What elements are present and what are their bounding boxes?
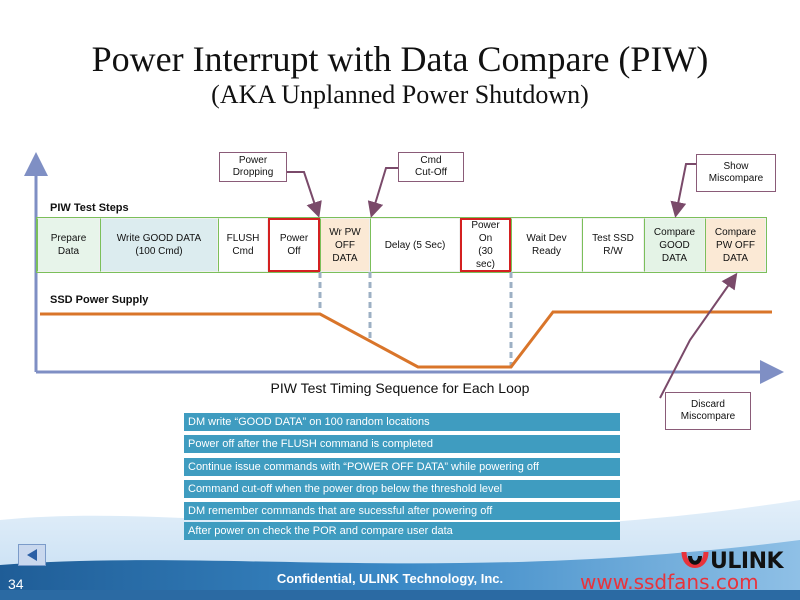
step-label: Prepare Data [50, 233, 87, 257]
step-cell: Delay (5 Sec) [370, 218, 460, 272]
callout-cmd-cutoff: Cmd Cut-Off [398, 152, 464, 182]
footer-binary-strip [0, 590, 800, 600]
callout-power-dropping: Power Dropping [219, 152, 287, 182]
step-cell: Prepare Data [37, 218, 100, 272]
callout-show-miscompare: Show Miscompare [696, 154, 776, 192]
step-cell: Wr PW OFF DATA [320, 218, 370, 272]
step-cell: Power Off [268, 218, 320, 272]
slide-title: Power Interrupt with Data Compare (PIW) [91, 39, 709, 79]
step-label: Power Off [279, 233, 309, 257]
ulink-logo-icon [681, 551, 709, 568]
step-label: Wait Dev Ready [526, 233, 567, 257]
step-label: Wr PW OFF DATA [329, 226, 361, 264]
callout-discard-miscompare: Discard Miscompare [665, 392, 751, 430]
step-label: FLUSH Cmd [226, 233, 260, 257]
power-supply-line [40, 310, 772, 369]
step-cell: Power On (30 sec) [460, 218, 511, 272]
footer-wave [0, 540, 800, 600]
logo-text: ULINK [710, 548, 784, 574]
bullet-item: Command cut-off when the power drop belo… [184, 480, 620, 498]
bullet-item: DM write “GOOD DATA” on 100 random locat… [184, 413, 620, 431]
step-label: Compare GOOD DATA [653, 226, 696, 264]
step-label: Write GOOD DATA (100 Cmd) [116, 233, 202, 257]
step-label: Test SSD R/W [592, 233, 634, 257]
bullet-item: Continue issue commands with “POWER OFF … [184, 458, 620, 476]
website-watermark: www.ssdfans.com [580, 570, 759, 594]
confidential-notice: Confidential, ULINK Technology, Inc. [276, 571, 504, 586]
page-number: 34 [8, 576, 24, 592]
step-label: Compare PW OFF DATA [714, 226, 757, 264]
axis-title: PIW Test Timing Sequence for Each Loop [270, 380, 530, 396]
step-cell: Wait Dev Ready [511, 218, 582, 272]
step-cell: Write GOOD DATA (100 Cmd) [100, 218, 218, 272]
ulink-logo: ULINK [680, 548, 784, 574]
arrow-discard-miscompare [659, 272, 738, 399]
steps-label: PIW Test Steps [50, 202, 129, 214]
step-cell: Compare GOOD DATA [644, 218, 705, 272]
bullet-item: After power on check the POR and compare… [184, 522, 620, 540]
step-cell: Test SSD R/W [582, 218, 644, 272]
bullet-item: DM remember commands that are sucessful … [184, 502, 620, 520]
power-supply-label: SSD Power Supply [50, 294, 149, 306]
step-cell: FLUSH Cmd [218, 218, 268, 272]
arrow-cmd-cutoff [367, 167, 398, 218]
slide-subtitle: (AKA Unplanned Power Shutdown) [211, 80, 589, 109]
arrow-show-miscompare [670, 163, 696, 218]
back-button[interactable] [18, 544, 46, 566]
bullet-item: Power off after the FLUSH command is com… [184, 435, 620, 453]
step-cell: Compare PW OFF DATA [705, 218, 766, 272]
arrow-power-dropping [286, 171, 322, 218]
step-label: Delay (5 Sec) [384, 239, 446, 251]
step-label: Power On (30 sec) [471, 220, 500, 270]
back-arrow-icon [27, 549, 37, 561]
